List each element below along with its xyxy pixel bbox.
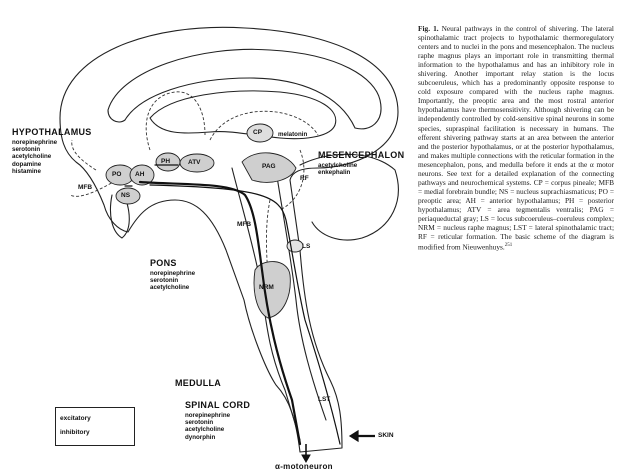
mesencephalon-transmitters: acetylcholine enkephalin bbox=[318, 162, 357, 176]
spinal-cord-title: SPINAL CORD bbox=[185, 400, 250, 410]
caption-text: Neural pathways in the control of shiver… bbox=[418, 24, 614, 252]
hypothalamus-transmitter: norepinephrine bbox=[12, 139, 57, 146]
dashed-pathway bbox=[146, 92, 205, 150]
corpus-callosum bbox=[108, 49, 381, 128]
pons-title: PONS bbox=[150, 258, 177, 268]
hypothalamus-transmitter: histamine bbox=[12, 168, 57, 175]
mesencephalon-title: MESENCEPHALON bbox=[318, 150, 404, 160]
caption-reference: 251 bbox=[505, 243, 513, 248]
hypothalamus-transmitter: dopamine bbox=[12, 161, 57, 168]
ls-nucleus bbox=[287, 240, 303, 252]
hypothalamus-transmitter: acetylcholine bbox=[12, 153, 57, 160]
label-ns: NS bbox=[121, 192, 130, 199]
figure-caption: Fig. 1. Neural pathways in the control o… bbox=[418, 24, 614, 252]
label-motoneuron: α-motoneuron bbox=[275, 462, 333, 471]
label-ah: AH bbox=[135, 171, 144, 178]
dashed-pathway bbox=[72, 140, 96, 170]
label-cp: CP bbox=[253, 129, 262, 136]
label-rf: RF bbox=[300, 175, 309, 182]
legend-excitatory: excitatory bbox=[60, 415, 91, 422]
legend-inhibitory: inhibitory bbox=[60, 429, 90, 436]
label-ph: PH bbox=[161, 158, 170, 165]
spinal-cord-transmitters: norepinephrine serotonin acetylcholine d… bbox=[185, 412, 230, 441]
spinal-cord-transmitter: acetylcholine bbox=[185, 426, 230, 433]
label-atv: ATV bbox=[188, 159, 201, 166]
pons-transmitter: norepinephrine bbox=[150, 270, 195, 277]
label-skin: SKIN bbox=[378, 432, 394, 439]
label-melatonin: melatonin bbox=[278, 131, 307, 138]
pons-transmitter: acetylcholine bbox=[150, 284, 195, 291]
caption-figure-label: Fig. 1. bbox=[418, 24, 439, 33]
pons-transmitters: norepinephrine serotonin acetylcholine bbox=[150, 270, 195, 292]
label-lst: LST bbox=[318, 396, 330, 403]
label-mfb-right: MFB bbox=[237, 221, 251, 228]
spinal-cord-transmitter: serotonin bbox=[185, 419, 230, 426]
ventricle-outline bbox=[150, 91, 336, 139]
hypothalamus-transmitter: serotonin bbox=[12, 146, 57, 153]
label-ls: LS bbox=[302, 243, 310, 250]
spinal-cord-transmitter: norepinephrine bbox=[185, 412, 230, 419]
hypothalamus-transmitters: norepinephrine serotonin acetylcholine d… bbox=[12, 139, 57, 175]
label-po: PO bbox=[112, 171, 121, 178]
label-nrm: NRM bbox=[259, 284, 274, 291]
mesencephalon-transmitter: enkephalin bbox=[318, 169, 357, 176]
medulla-title: MEDULLA bbox=[175, 378, 221, 388]
hypothalamus-title: HYPOTHALAMUS bbox=[12, 127, 92, 137]
spinal-cord-transmitter: dynorphin bbox=[185, 434, 230, 441]
label-mfb-left: MFB bbox=[78, 184, 92, 191]
legend: excitatory inhibitory bbox=[55, 407, 135, 446]
mesencephalon-transmitter: acetylcholine bbox=[318, 162, 357, 169]
skin-arrow bbox=[350, 431, 375, 441]
pons-transmitter: serotonin bbox=[150, 277, 195, 284]
label-pag: PAG bbox=[262, 163, 276, 170]
motoneuron-arrow bbox=[302, 444, 310, 462]
